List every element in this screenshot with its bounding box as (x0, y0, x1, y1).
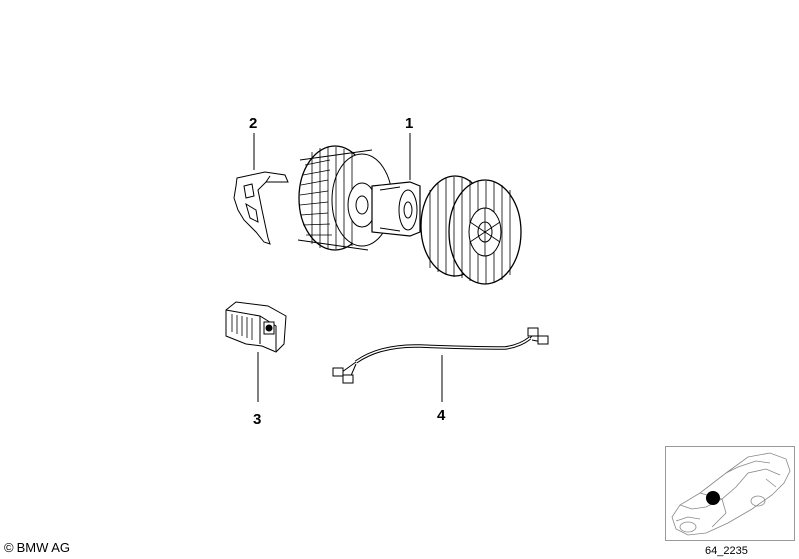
right-fan-wheel (420, 175, 522, 285)
callout-2: 2 (249, 115, 257, 132)
location-marker-icon (706, 491, 720, 505)
callout-3: 3 (253, 411, 261, 428)
diagram-reference-code: 64_2235 (705, 545, 748, 557)
motor-housing (371, 181, 421, 237)
callout-1: 1 (405, 115, 413, 132)
resistor-part (225, 301, 287, 402)
car-silhouette-icon (671, 452, 791, 536)
copyright-text: BMW AG (16, 540, 71, 555)
copyright-symbol: © (4, 540, 14, 555)
bracket-part (233, 133, 289, 245)
copyright-notice: ©BMW AG (4, 540, 70, 555)
callout-4: 4 (437, 407, 446, 424)
harness-connectors (332, 327, 549, 384)
wiring-harness-part (332, 327, 549, 402)
vehicle-locator-thumbnail (665, 446, 795, 541)
blower-motor-part (297, 133, 522, 285)
